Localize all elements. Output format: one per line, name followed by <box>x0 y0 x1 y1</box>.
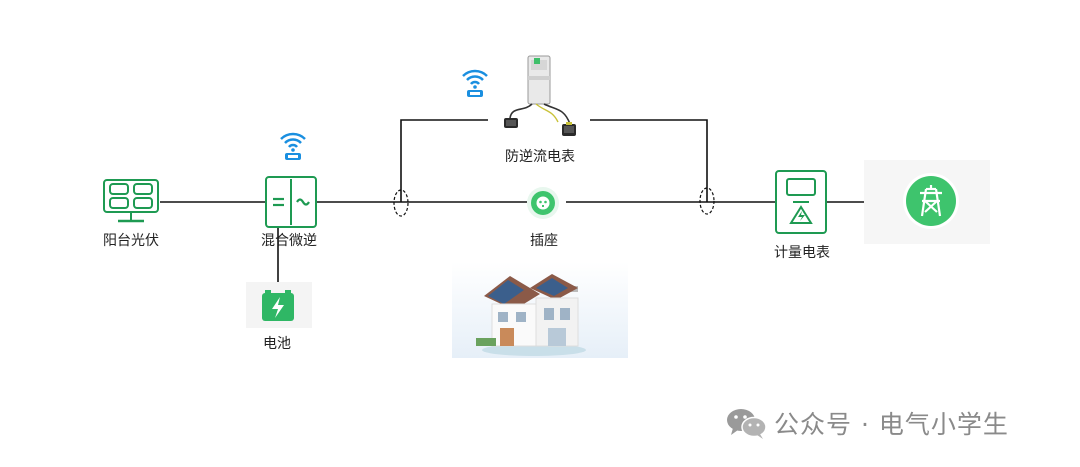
meter-label: 计量电表 <box>774 245 830 261</box>
watermark: 公众号 · 电气小学生 <box>726 405 1009 441</box>
socket-label: 插座 <box>530 233 558 249</box>
meter-icon <box>775 170 827 234</box>
solar-panel-icon <box>103 179 159 223</box>
ct-clamp-icon <box>562 122 576 136</box>
anti-backflow-meter-icon <box>504 55 576 136</box>
wifi-icon <box>462 69 488 97</box>
grid-tower-icon <box>903 173 959 229</box>
anti-backflow-meter-label: 防逆流电表 <box>505 149 575 165</box>
battery-label: 电池 <box>263 336 291 352</box>
wifi-icon <box>280 132 306 160</box>
inverter-label: 混合微逆 <box>261 233 317 249</box>
wechat-icon <box>727 409 767 439</box>
inverter-icon <box>265 176 317 228</box>
solar-label: 阳台光伏 <box>103 233 159 249</box>
socket-icon <box>527 187 559 219</box>
house-icon <box>476 274 586 356</box>
ct-loop-left <box>393 189 409 217</box>
ct-loop-right <box>699 187 715 215</box>
ct-clamp-icon <box>504 118 518 128</box>
watermark-text: 公众号 · 电气小学生 <box>774 410 1009 439</box>
battery-icon <box>262 290 294 321</box>
